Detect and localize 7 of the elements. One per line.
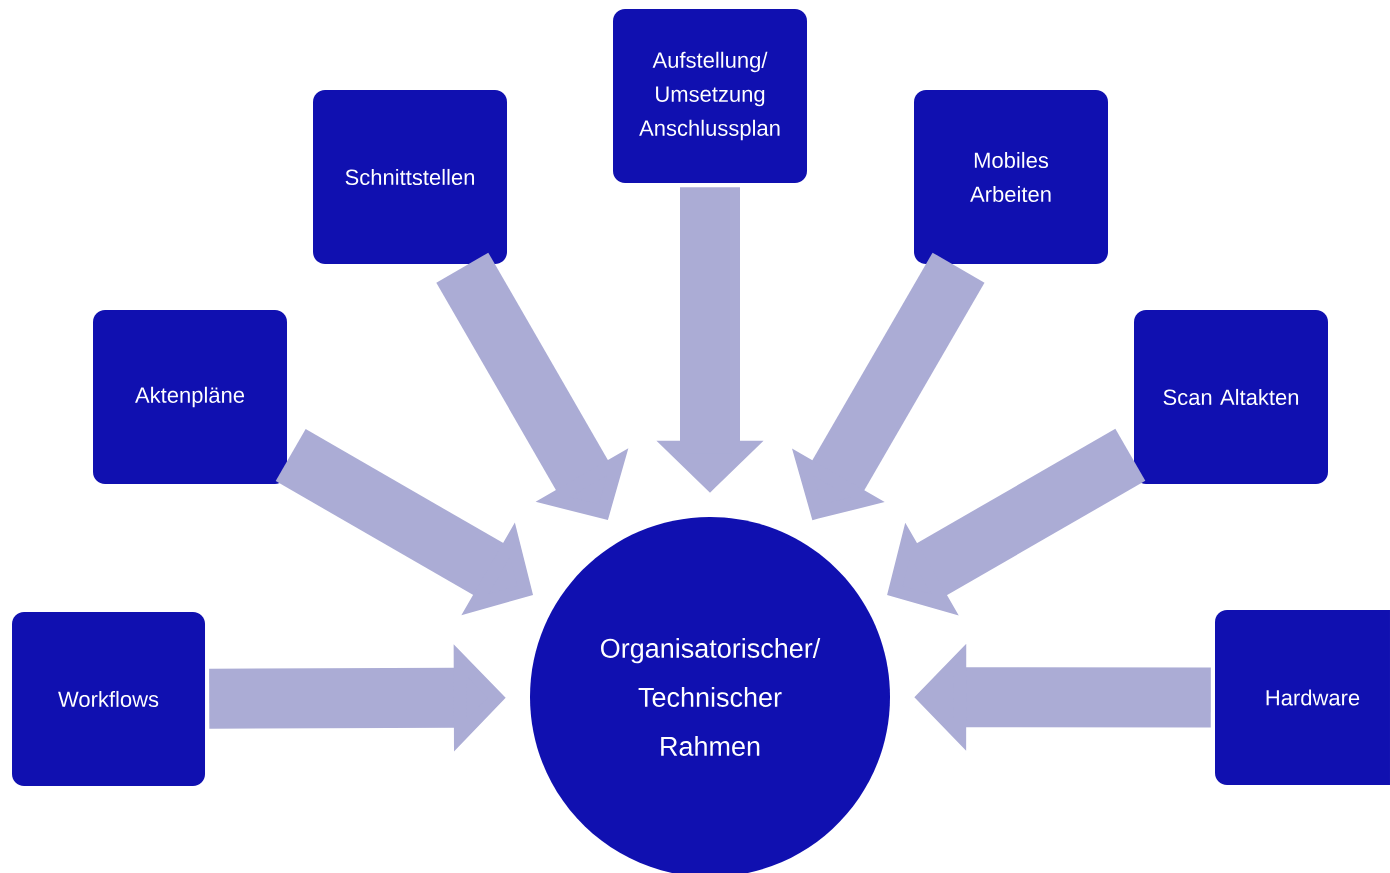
process-box: Schnittstellen xyxy=(313,90,507,264)
process-box: Workflows xyxy=(12,612,205,786)
process-box: Mobiles Arbeiten xyxy=(914,90,1108,264)
process-box: Hardware xyxy=(1215,610,1390,785)
process-box: Aufstellung/ Umsetzung Anschlussplan xyxy=(613,9,807,183)
process-box: Aktenpläne xyxy=(93,310,287,484)
process-box: Scan Altakten xyxy=(1134,310,1328,484)
